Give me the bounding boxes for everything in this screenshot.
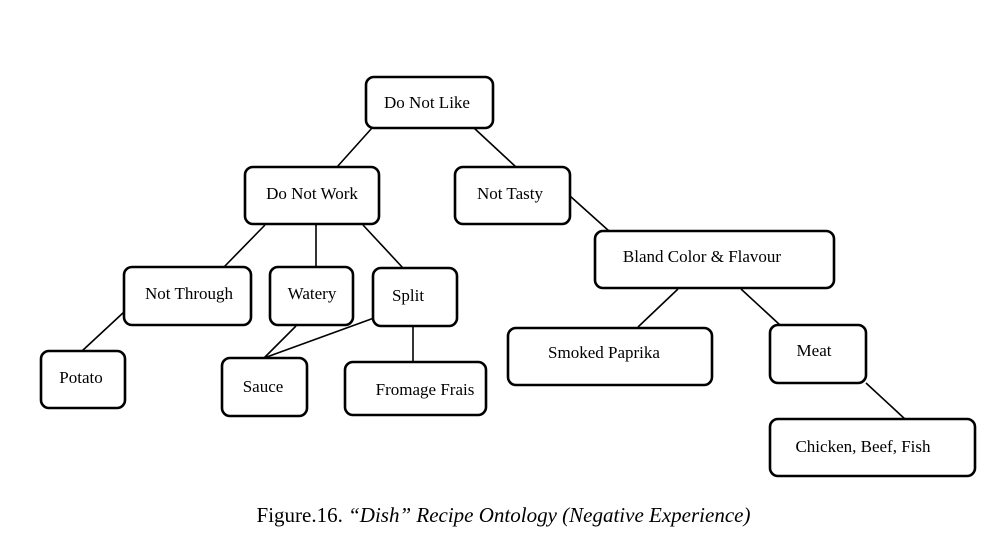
node-potato: Potato — [39, 349, 127, 410]
figure-caption: Figure.16. “Dish” Recipe Ontology (Negat… — [0, 503, 1007, 528]
node-label-chicken-beef-fish: Chicken, Beef, Fish — [795, 437, 931, 456]
ontology-diagram: Do Not Like Do Not Work Not Tasty Not Th… — [39, 75, 977, 478]
edge-do-not-work-split — [362, 224, 404, 269]
node-label-do-not-like: Do Not Like — [384, 93, 470, 112]
edge-meat-chicken — [865, 382, 907, 421]
node-split: Split — [371, 266, 459, 328]
edge-do-not-like-do-not-work — [336, 127, 373, 168]
caption-title: “Dish” Recipe Ontology (Negative Experie… — [348, 503, 751, 527]
node-label-not-tasty: Not Tasty — [477, 184, 544, 203]
node-not-through: Not Through — [122, 265, 253, 327]
edge-bland-meat — [740, 288, 781, 326]
node-meat: Meat — [768, 323, 868, 385]
node-label-potato: Potato — [59, 368, 102, 387]
edge-not-through-potato — [81, 311, 125, 352]
node-chicken-beef-fish: Chicken, Beef, Fish — [768, 417, 977, 478]
node-label-smoked-paprika: Smoked Paprika — [548, 343, 660, 362]
node-do-not-work: Do Not Work — [243, 165, 381, 226]
node-sauce: Sauce — [220, 356, 309, 418]
node-smoked-paprika: Smoked Paprika — [506, 326, 714, 387]
node-label-fromage-frais: Fromage Frais — [376, 380, 475, 399]
node-label-do-not-work: Do Not Work — [266, 184, 358, 203]
node-label-not-through: Not Through — [145, 284, 233, 303]
nodes: Do Not Like Do Not Work Not Tasty Not Th… — [39, 75, 977, 478]
edges — [81, 127, 907, 421]
node-label-bland-color-flavour: Bland Color & Flavour — [623, 247, 782, 266]
edge-watery-sauce — [263, 325, 297, 359]
node-not-tasty: Not Tasty — [453, 165, 572, 226]
edge-split-sauce — [263, 317, 375, 359]
node-watery: Watery — [268, 265, 355, 327]
node-label-watery: Watery — [288, 284, 337, 303]
caption-figure-number: Figure.16. — [256, 503, 349, 527]
node-label-sauce: Sauce — [243, 377, 284, 396]
edge-do-not-like-not-tasty — [473, 127, 517, 168]
node-label-split: Split — [392, 286, 424, 305]
edge-not-tasty-bland — [569, 195, 610, 232]
node-fromage-frais: Fromage Frais — [343, 360, 488, 417]
edge-do-not-work-not-through — [223, 224, 266, 268]
node-label-meat: Meat — [797, 341, 832, 360]
node-bland-color-flavour: Bland Color & Flavour — [593, 229, 836, 290]
edge-bland-paprika — [637, 288, 679, 328]
node-do-not-like: Do Not Like — [364, 75, 495, 130]
